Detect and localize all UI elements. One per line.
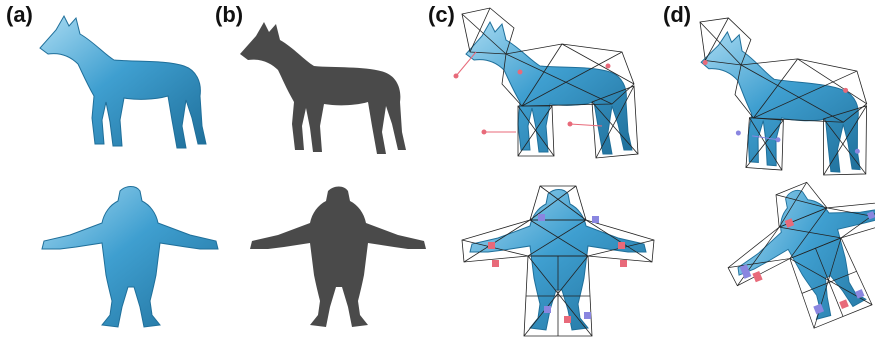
gorilla-silhouette-b: [250, 187, 426, 328]
gorilla-mesh-a: [42, 187, 218, 328]
gorilla-cage-d: [709, 155, 875, 349]
horse-mesh-a: [40, 16, 206, 148]
horse-silhouette-b: [240, 22, 406, 154]
horse-cage-d: [690, 16, 875, 178]
horse-cage-c: [454, 8, 639, 158]
gorilla-cage-c: [462, 186, 654, 336]
